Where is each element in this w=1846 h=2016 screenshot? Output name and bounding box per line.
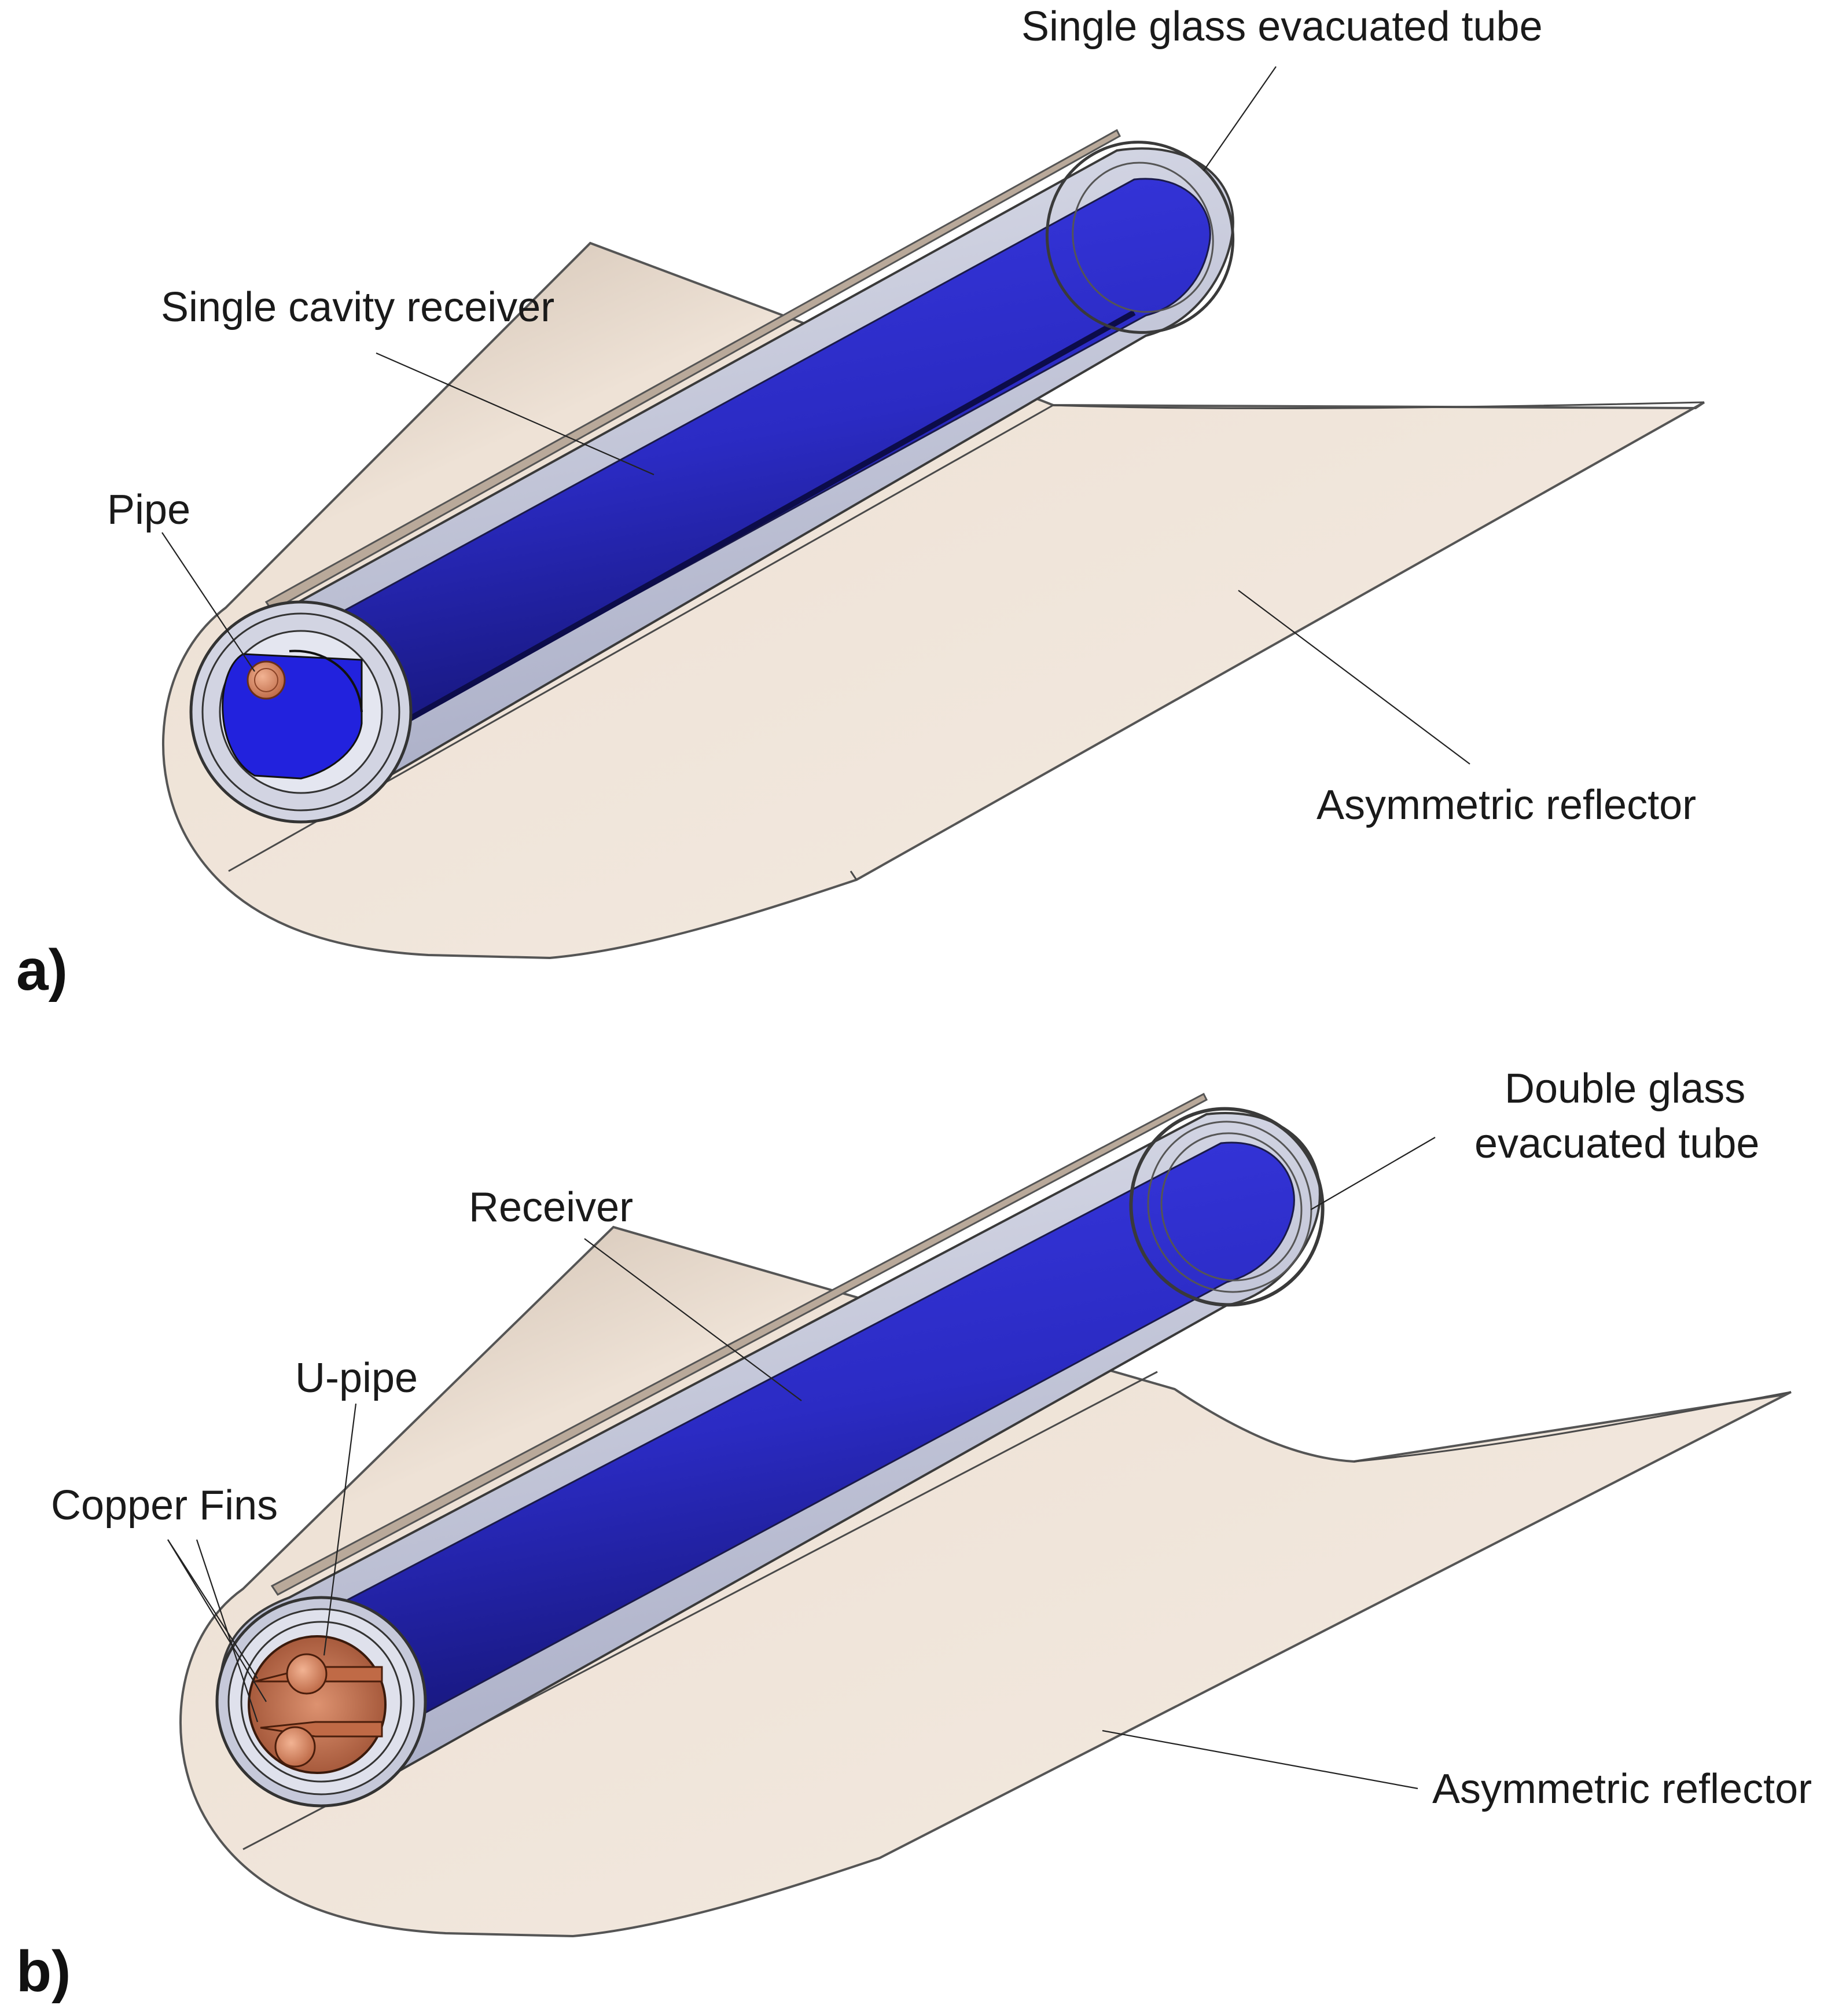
label-receiver: Receiver (469, 1184, 633, 1231)
panel-label-b: b) (16, 1939, 71, 2004)
label-pipe: Pipe (107, 487, 190, 533)
label-single-glass-tube: Single glass evacuated tube (1021, 3, 1543, 50)
u-pipe-upper (286, 1653, 328, 1695)
label-double-glass-line2: evacuated tube (1474, 1121, 1759, 1167)
panel-a: Single glass evacuated tube Single cavit… (16, 3, 1705, 1003)
label-asymmetric-reflector-b: Asymmetric reflector (1432, 1766, 1812, 1812)
label-asymmetric-reflector-a: Asymmetric reflector (1317, 782, 1696, 828)
label-copper-fins: Copper Fins (51, 1482, 278, 1529)
u-pipe-lower (274, 1726, 316, 1768)
label-u-pipe: U-pipe (295, 1355, 418, 1401)
label-single-cavity-receiver: Single cavity receiver (161, 284, 554, 331)
asymmetric-reflector-b (179, 1225, 1792, 1938)
panel-label-a: a) (16, 938, 68, 1003)
label-double-glass-line1: Double glass (1505, 1066, 1745, 1112)
panel-b: Double glass evacuated tube Receiver U-p… (16, 1066, 1812, 2004)
pipe-end (247, 660, 286, 700)
